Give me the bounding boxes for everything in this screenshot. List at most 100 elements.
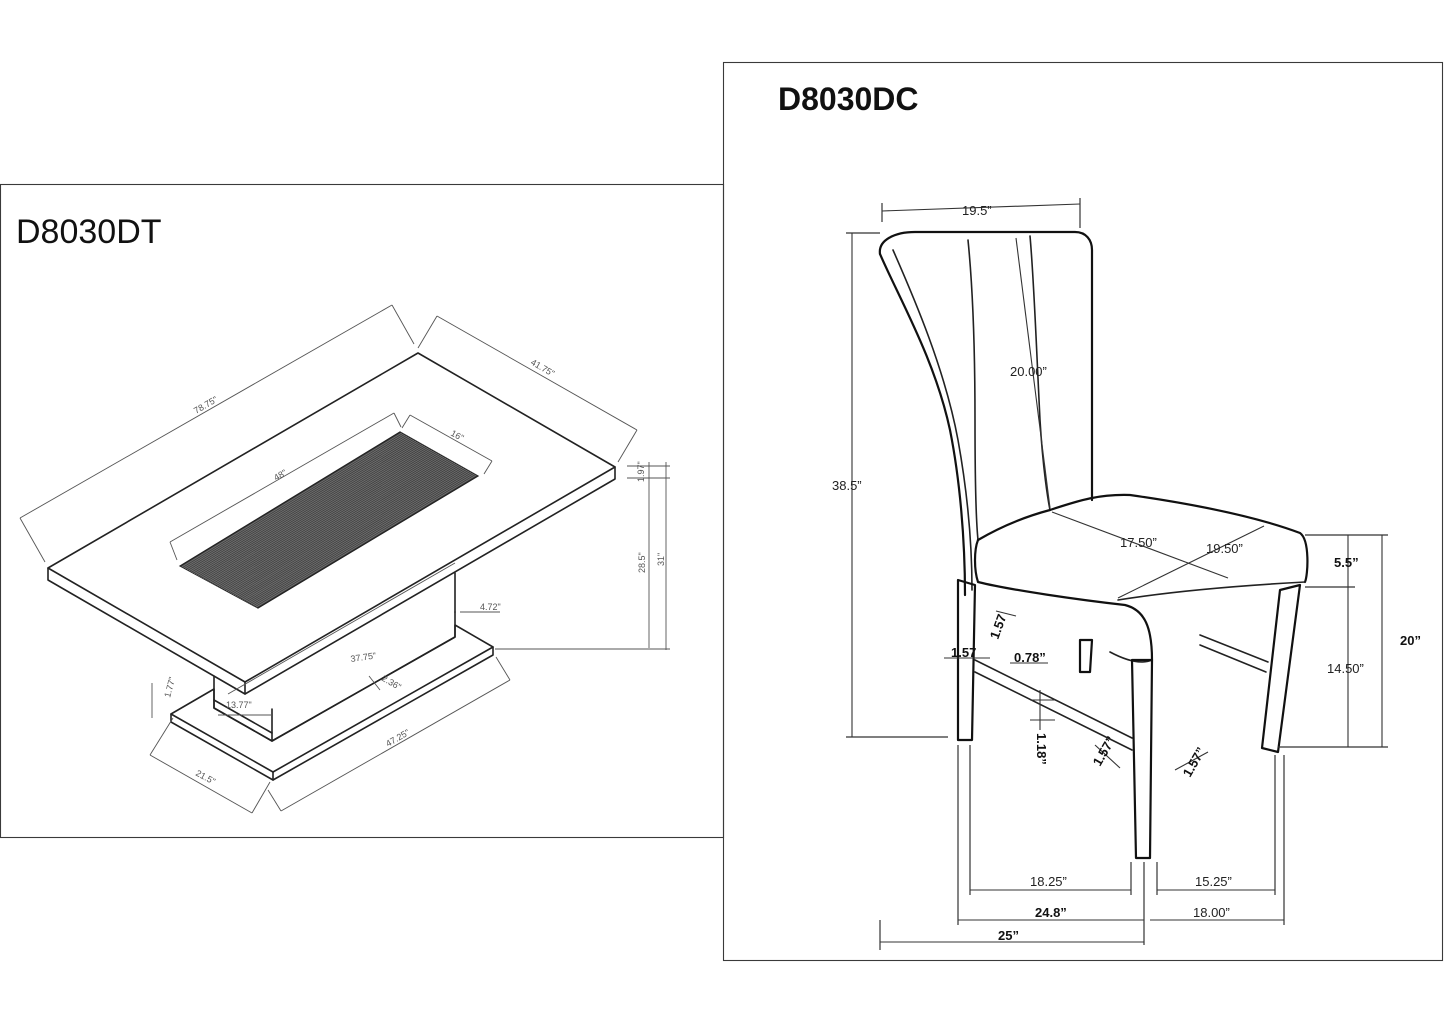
dim-back-width: 19.5” — [962, 203, 992, 218]
insert-groove-line — [216, 452, 438, 587]
insert-groove-line — [188, 436, 410, 572]
insert-groove-line — [252, 472, 473, 606]
dim-base-length: 37.75" — [350, 650, 377, 663]
plinth-top — [170, 624, 494, 773]
stretcher-right — [1199, 634, 1269, 663]
dim-plinth-width: 21.5" — [194, 768, 217, 787]
dim-base-depth: 13.77" — [226, 700, 252, 710]
dim-seat-height: 20” — [1400, 633, 1421, 648]
dim-base-offset: 4.72" — [480, 602, 501, 612]
insert-groove-line — [231, 460, 452, 595]
dim-side-span: 15.25” — [1195, 874, 1232, 889]
stretcher-left — [974, 659, 1133, 739]
insert-groove-line — [181, 432, 403, 568]
backrest-side — [878, 252, 967, 597]
dim-plinth-length: 47.25" — [384, 727, 411, 749]
insert-groove-line — [238, 464, 459, 598]
dim-seat-width: 19.50” — [1206, 541, 1243, 556]
insert-groove-line — [227, 458, 449, 593]
dim-stretcher-gap: 0.78” — [1014, 650, 1046, 665]
insert-groove-line — [245, 468, 466, 602]
insert-groove-line — [213, 450, 434, 585]
insert-groove-line — [202, 444, 424, 579]
insert-groove-line — [183, 433, 404, 569]
insert-groove-line — [220, 454, 442, 589]
insert-groove-line — [240, 465, 461, 599]
insert-groove-line — [232, 461, 454, 596]
dim-seat-depth: 17.50” — [1120, 535, 1157, 550]
insert-groove-line — [248, 470, 470, 604]
insert-groove-line — [247, 469, 468, 603]
dim-leg-size-b: 1.57 — [951, 645, 976, 660]
insert-groove-line — [199, 442, 420, 577]
insert-grooves — [181, 432, 477, 608]
chair-leg-front-right — [1260, 583, 1302, 754]
table-dimension-lines — [19, 304, 670, 814]
chair-leg-back-right — [1078, 638, 1094, 674]
insert-groove-line — [218, 453, 440, 588]
table-insert — [178, 431, 480, 609]
table-pedestal — [170, 572, 494, 781]
seat-side-edge — [1117, 581, 1306, 601]
dim-stretcher-height: 1.18” — [1034, 733, 1049, 765]
dim-insert-length: 48" — [272, 467, 288, 482]
backrest-channel-2 — [1029, 235, 1051, 511]
dim-table-width: 41.75" — [529, 357, 556, 379]
insert-groove-line — [234, 462, 456, 597]
backrest-channel-1 — [967, 239, 979, 541]
chair-panel: D8030DC — [722, 61, 1444, 962]
table-panel: D8030DT — [0, 183, 725, 839]
insert-groove-line — [197, 441, 418, 576]
insert-groove-line — [195, 440, 417, 576]
dim-leg-height: 14.50” — [1327, 661, 1364, 676]
insert-groove-line — [204, 445, 426, 580]
dim-front-overall: 24.8” — [1035, 905, 1067, 920]
insert-groove-line — [236, 463, 457, 597]
dim-leg-size-a: 1.57 — [987, 612, 1010, 641]
insert-groove-line — [215, 451, 436, 586]
dim-front-span: 18.25” — [1030, 874, 1067, 889]
dim-leg-size-d: 1.57” — [1180, 744, 1209, 779]
insert-groove-line — [211, 449, 433, 584]
insert-groove-line — [255, 474, 477, 608]
insert-groove-line — [208, 447, 429, 582]
chair-dimension-labels: 19.5” 38.5” 20.00” 17.50” 19.50” 5.5” 20… — [832, 203, 1421, 943]
chair-leg-back-left — [956, 578, 977, 742]
dim-height-total: 31" — [656, 553, 666, 566]
pedestal-front-face — [271, 611, 456, 742]
chair-title: D8030DC — [778, 81, 919, 117]
dim-base-gap: 2.36" — [380, 673, 403, 692]
insert-groove-line — [192, 438, 413, 574]
insert-groove-line — [250, 471, 472, 605]
insert-groove-line — [243, 467, 465, 601]
chair-leg-front-left — [1130, 658, 1154, 860]
dim-total-height: 38.5” — [832, 478, 862, 493]
table-title: D8030DT — [16, 213, 162, 251]
chair-dimension-lines — [846, 198, 1388, 950]
backrest-outline — [878, 230, 1094, 502]
dim-overall-depth: 25” — [998, 928, 1019, 943]
insert-groove-line — [206, 446, 427, 581]
dim-back-height: 20.00” — [1010, 364, 1047, 379]
insert-groove-line — [209, 448, 431, 583]
insert-groove-line — [190, 437, 411, 573]
insert-groove-line — [229, 459, 450, 594]
dim-side-overall: 18.00” — [1193, 905, 1230, 920]
seat-front-edge — [973, 538, 1154, 662]
insert-groove-line — [185, 434, 406, 570]
insert-groove-line — [241, 466, 463, 600]
dim-height-under: 28.5" — [637, 552, 647, 573]
dim-top-thickness: 1.97" — [636, 461, 646, 482]
dim-plinth-thickness: 1.77" — [162, 676, 177, 699]
seat-top — [1048, 493, 1309, 584]
dim-seat-thickness: 5.5” — [1334, 555, 1359, 570]
insert-groove-line — [225, 457, 447, 592]
insert-groove-line — [222, 455, 443, 590]
insert-groove-line — [186, 435, 408, 571]
insert-groove-line — [201, 443, 422, 578]
insert-groove-line — [224, 456, 445, 591]
insert-groove-line — [254, 473, 475, 607]
dim-insert-width: 16" — [449, 428, 465, 443]
insert-groove-line — [193, 439, 415, 575]
